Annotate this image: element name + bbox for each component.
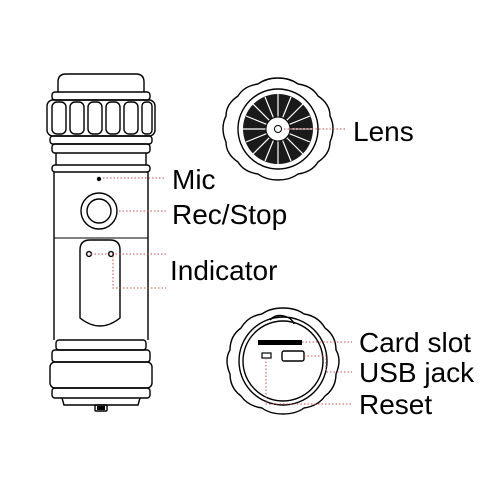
- reset-leader: [265, 358, 352, 405]
- lens-eye: [274, 125, 282, 133]
- usb-jack-label: USB jack: [359, 357, 475, 388]
- usb-jack-port: [281, 350, 305, 362]
- indicator-leader-lower: [112, 256, 166, 289]
- pocket-clip: [79, 239, 121, 327]
- tail-outer-scalloped-ring: [226, 307, 340, 415]
- rec-stop-button: [80, 192, 118, 230]
- lens-outer-scalloped-ring: [222, 77, 334, 181]
- reset-label: Reset: [359, 389, 432, 420]
- flashlight-body: [46, 73, 156, 412]
- lens-grille: [243, 94, 313, 164]
- usb-jack-leader: [304, 355, 352, 373]
- card-slot-label: Card slot: [359, 327, 471, 358]
- reset-hole: [261, 352, 272, 359]
- leader-lines: [91, 128, 352, 405]
- rec-stop-label: Rec/Stop: [172, 199, 287, 230]
- knurled-head: [46, 99, 156, 137]
- lens-label: Lens: [353, 116, 414, 147]
- tail-end-view: [226, 307, 340, 415]
- mic-hole: [96, 176, 102, 182]
- lens-front-view: [222, 77, 334, 181]
- indicator-label: Indicator: [170, 255, 277, 286]
- mic-label: Mic: [172, 164, 216, 195]
- card-slot-opening: [258, 340, 302, 345]
